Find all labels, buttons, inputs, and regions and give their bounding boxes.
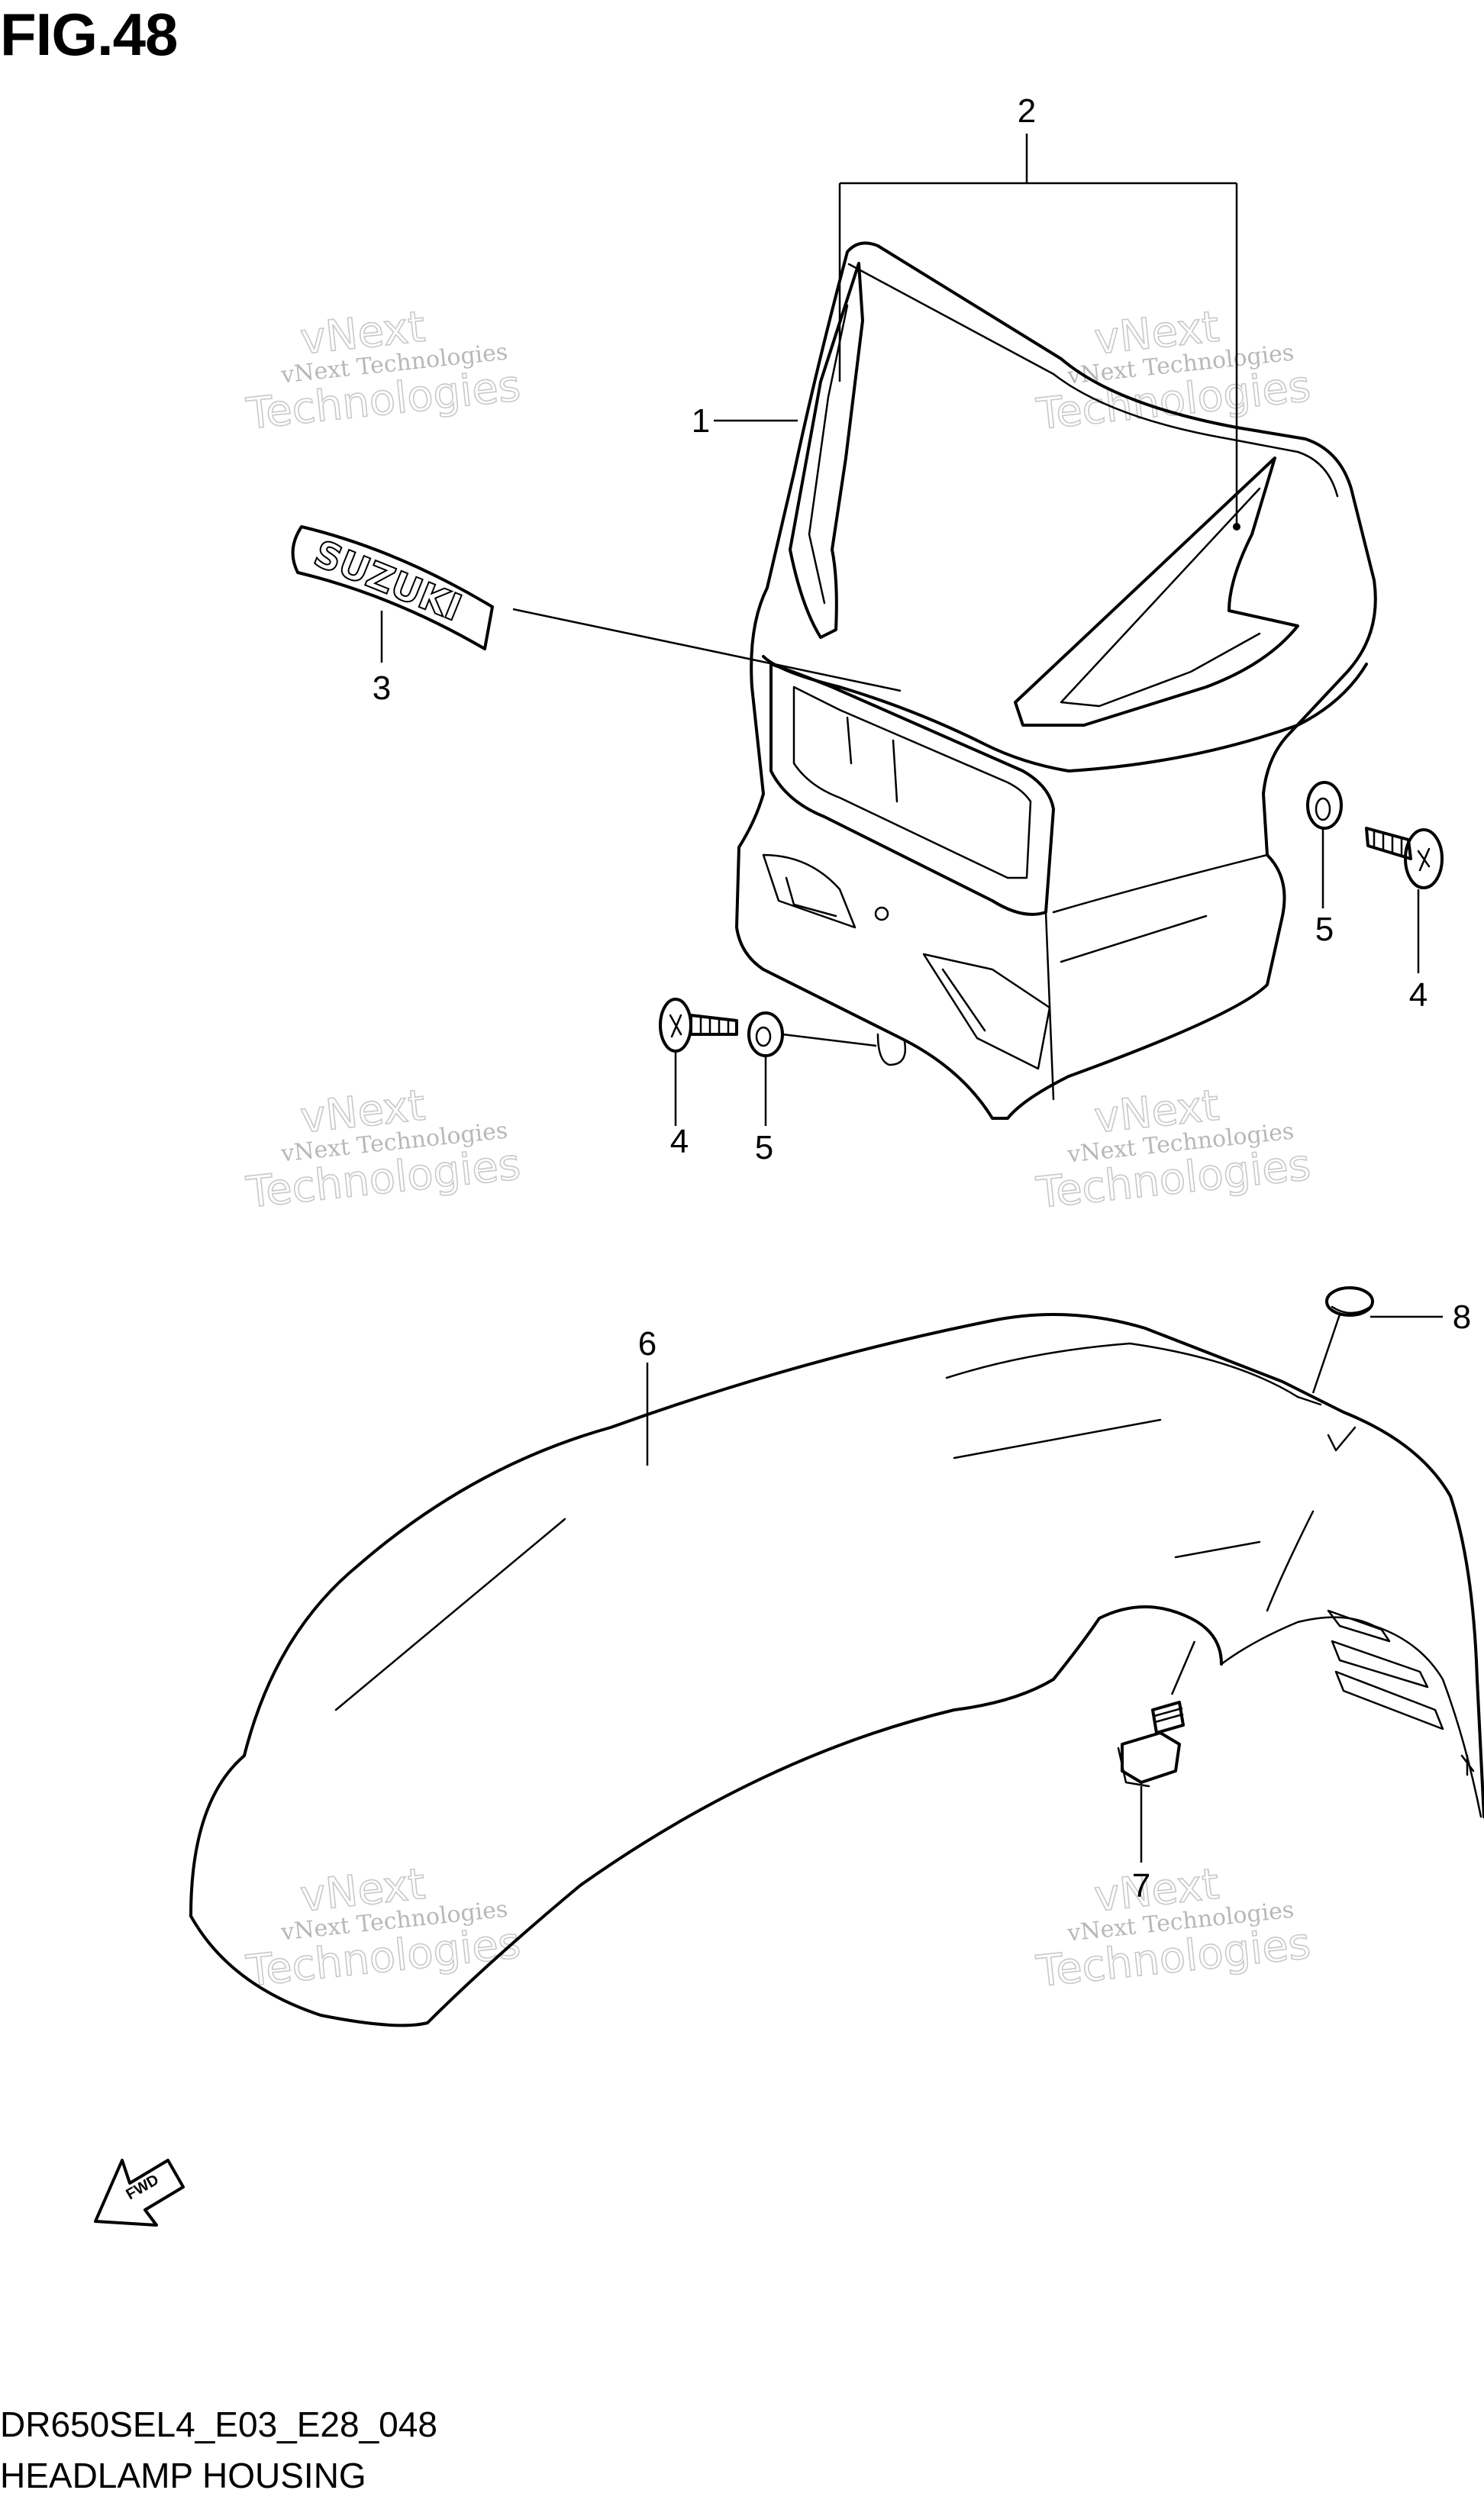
fender-crease-top: [945, 1342, 1299, 1398]
fender-grommet-inner: [1331, 1305, 1372, 1314]
grommet-right: [1306, 781, 1343, 830]
headlamp-shell-outline: [735, 241, 1377, 1120]
callout-1: 1: [692, 402, 710, 440]
callout-2: 2: [1018, 92, 1036, 130]
screw-left-shank: [689, 1014, 738, 1036]
grommet-left-inner: [755, 1026, 772, 1047]
screw-right-shank: [1365, 827, 1412, 860]
brand-decal: SUZUKI: [291, 525, 494, 650]
bolt-flange: [1117, 1747, 1150, 1788]
headlamp-opening: [769, 663, 1055, 916]
figure-title: FIG.48: [0, 1, 178, 68]
headlamp-housing: [735, 241, 1377, 1120]
bolt-thread: [1153, 1707, 1184, 1724]
mount-tab: [876, 1033, 907, 1066]
lower-body-divider: [1044, 911, 1055, 1101]
mount-hole: [874, 906, 889, 921]
callout-5-left: 5: [755, 1129, 773, 1166]
screw-left-thread: [699, 1015, 730, 1036]
callout-4-left: 4: [670, 1123, 689, 1160]
lower-vent: [922, 953, 1051, 1070]
fender-vent-2: [1331, 1640, 1429, 1689]
leader-5-left-to-housing: [782, 1033, 877, 1047]
visor-top-edge: [847, 263, 1339, 498]
fender-bolt: [1117, 1701, 1185, 1788]
fender-crease-3: [1266, 1510, 1315, 1612]
fender-edge-mark: [1296, 1395, 1322, 1406]
visor-graphic-decal: [789, 262, 1299, 727]
callout-6: 6: [638, 1325, 657, 1363]
bolt-head: [1121, 1731, 1181, 1784]
fender-grommet-outer: [1325, 1286, 1374, 1317]
grommet-right-inner: [1315, 797, 1331, 821]
leader-lines: [380, 134, 1443, 1863]
figure-name: HEADLAMP HOUSING: [0, 2456, 366, 2495]
fender-vent-3: [1334, 1670, 1444, 1730]
leader-3-arrow: [512, 608, 902, 692]
left-vent-inner: [785, 876, 837, 918]
grommet-left: [747, 1011, 784, 1057]
forward-direction-arrow: FWD: [94, 2159, 185, 2227]
bolt-shank: [1151, 1701, 1185, 1734]
screw-right-head: [1404, 828, 1444, 889]
lower-vent-inner: [941, 968, 986, 1032]
callout-5-right: 5: [1315, 911, 1334, 948]
screw-left-cross: [669, 1014, 682, 1038]
fender-grommet: [1325, 1286, 1374, 1317]
grommet-right-outer: [1306, 781, 1343, 830]
callout-7: 7: [1132, 1867, 1150, 1905]
fender-outline-bottom: [189, 1605, 1223, 2027]
watermark-bottom-right: vNext Technologies vNext Technologies: [1033, 1859, 1313, 1998]
leader-7-to-fender: [1170, 1640, 1196, 1695]
fender-crease-2: [1174, 1540, 1261, 1559]
watermark-middle-left: vNext Technologies vNext Technologies: [243, 1080, 523, 1218]
visor-bottom-edge: [762, 655, 1368, 773]
decal-left-stripe: [789, 262, 864, 639]
fender-mark: [1327, 1426, 1357, 1452]
callout-3: 3: [373, 669, 391, 707]
forward-arrow-shape: [94, 2159, 185, 2227]
front-fender: [189, 1313, 1484, 2027]
callout-4-right: 4: [1409, 976, 1428, 1014]
grommet-left-outer: [747, 1011, 784, 1057]
leader-8-to-fender: [1311, 1314, 1341, 1394]
left-vent: [762, 853, 857, 929]
decal-right-arrow: [1014, 456, 1299, 727]
watermark-top-left: vNext Technologies vNext Technologies: [243, 302, 523, 440]
fender-outline-top: [189, 1313, 1484, 1918]
lower-body-line: [1052, 853, 1269, 914]
screw-right-cross: [1417, 847, 1431, 872]
decal-left-stripe-inner: [808, 304, 849, 605]
fender-rear-lip: [1220, 1616, 1482, 1818]
decal-right-arrow-inner: [1060, 487, 1261, 708]
fender-crease-4: [334, 1518, 566, 1711]
headlamp-opening-detail: [846, 716, 898, 803]
headlamp-opening-inner: [792, 685, 1032, 879]
lower-body-line-2: [1060, 914, 1208, 963]
screw-left: [659, 998, 738, 1053]
brand-decal-text: SUZUKI: [308, 532, 468, 630]
screw-right-thread: [1373, 829, 1403, 856]
fender-vent-1: [1327, 1609, 1391, 1643]
fender-crease-1: [953, 1418, 1162, 1460]
brand-decal-outline: [291, 525, 494, 650]
watermark-middle-right: vNext Technologies vNext Technologies: [1033, 1080, 1313, 1219]
fender-edge-detail: [1460, 1754, 1475, 1776]
screw-right: [1365, 827, 1444, 889]
callout-8: 8: [1453, 1298, 1471, 1336]
figure-code: DR650SEL4_E03_E28_048: [0, 2405, 437, 2444]
